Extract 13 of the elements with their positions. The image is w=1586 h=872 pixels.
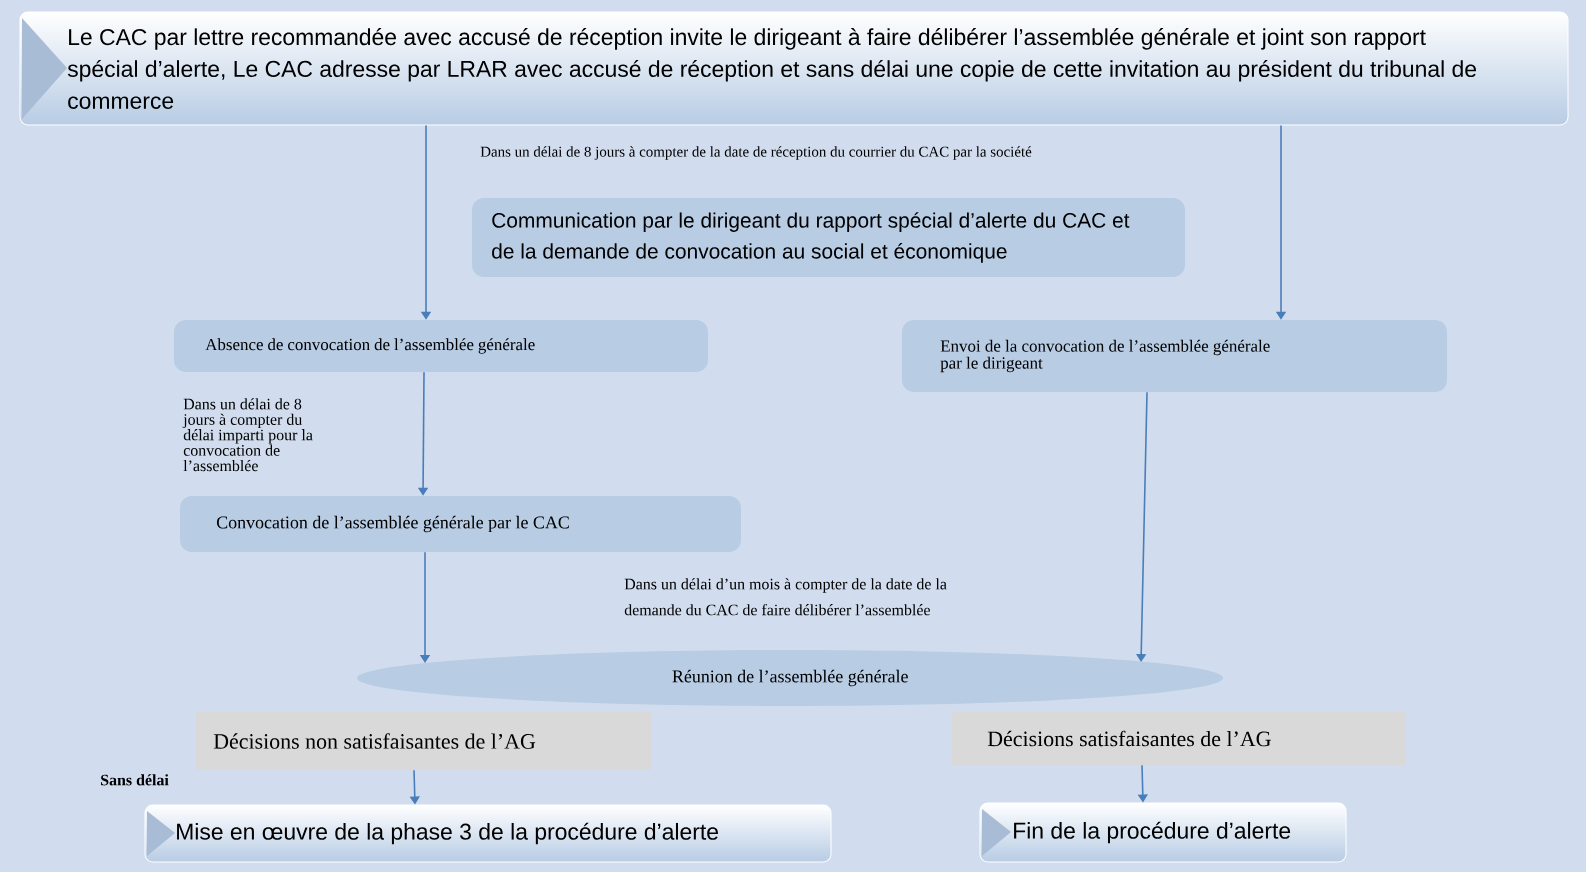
result-box: Fin de la procédure d’alerte [979, 802, 1347, 863]
result-box: Mise en œuvre de la phase 3 de la procédure d’alerte [144, 804, 832, 863]
banner-box: Le CAC par lettre recommandée avec accusé de réception invite le dirigeant à faire délibérer l’assemblée générale et joint son rapport spécial d’alerte, Le CAC adresse par LRAR avec accusé de réception et sans délai une copie de cette invitation au président du tribunal de commerce [19, 11, 1569, 126]
process-box: Convocation de l’assemblée générale par le CAC [180, 496, 741, 552]
process-box: Communication par le dirigeant du rapport spécial d’alerte du CAC et de la demande de convocation au social et économique [472, 198, 1185, 277]
decision-box: Décisions non satisfaisantes de l’AG [196, 712, 651, 770]
note-text: Sans délai [101, 774, 169, 786]
note-text: Dans un délai d’un mois à compter de la date de la demande du CAC de faire délibérer l’assemblée [624, 578, 947, 616]
note-text: Dans un délai de 8 jours à compter de la date de réception du courrier du CAC par la société [480, 146, 1032, 160]
note-text: Dans un délai de 8 jours à compter du délai imparti pour la convocation de l’assemblée [182, 398, 313, 472]
process-box: Absence de convocation de l’assemblée générale [174, 320, 708, 372]
decision-box: Décisions satisfaisantes de l’AG [952, 712, 1406, 765]
process-box: Envoi de la convocation de l’assemblée générale par le dirigeant [902, 320, 1447, 392]
